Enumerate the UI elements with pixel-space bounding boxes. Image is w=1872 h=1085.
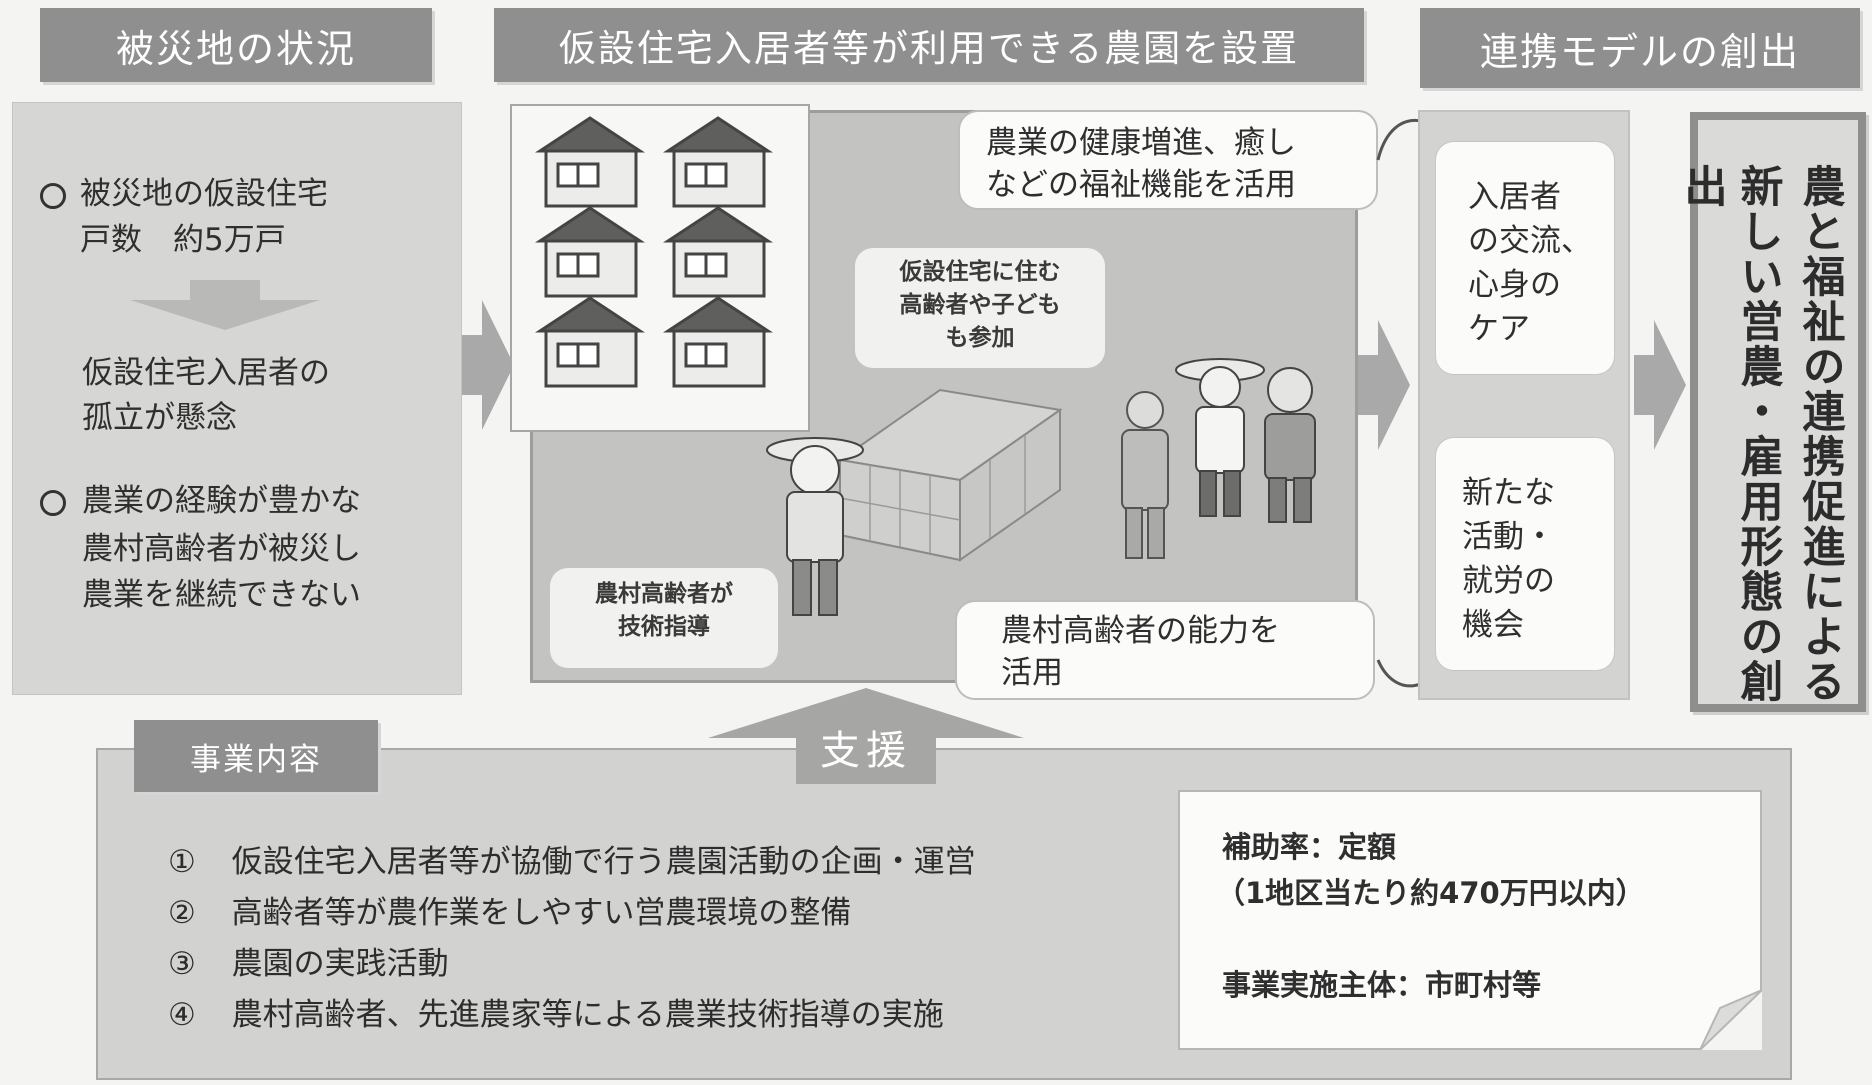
ability-bubble-line2: 活用 [1001,655,1063,691]
implementer: 事業実施主体：市町村等 [1222,968,1542,1002]
ability-bubble: 農村高齢者の能力を 活用 [955,600,1375,700]
support-label: 支援 [820,728,912,774]
model-box1-line4: ケア [1468,311,1530,347]
model-box1-line2: の交流、 [1468,223,1592,259]
resident-illustration [1175,358,1265,517]
farmer-illustration [766,437,864,616]
ability-bubble-line1: 農村高齢者の能力を [1001,613,1280,649]
welfare-bubble-line1: 農業の健康増進、癒し [986,125,1296,161]
subsidy-line2: （1地区当たり約470万円以内） [1216,876,1645,910]
participate-bubble-line3: も参加 [945,325,1015,351]
guide-bubble: 農村高齢者が 技術指導 [550,568,778,668]
participate-bubble-line2: 高齢者や子ども [899,292,1061,318]
result-box: 農と福祉の連携促進による 新しい営農・雇用形態の創出 [1677,112,1866,712]
model-box2-line1: 新たな [1462,475,1555,511]
subsidy-line1: 補助率：定額 [1222,830,1397,864]
model-box-work: 新たな 活動・ 就労の 機会 [1436,438,1614,670]
model-box-exchange: 入居者 の交流、 心身の ケア [1436,142,1614,374]
welfare-bubble: 農業の健康増進、癒し などの福祉機能を活用 [958,110,1378,210]
houses-panel [510,104,810,432]
welfare-bubble-line2: などの福祉機能を活用 [986,167,1296,203]
header-farm-label: 仮設住宅入居者等が利用できる農園を設置 [558,27,1300,70]
model-box2-line4: 機会 [1462,607,1524,643]
bullet-circle-icon [40,490,66,516]
flow-arrow-icon [1358,320,1410,450]
situation-bullet2-line1: 農業の経験が豊かな [82,483,361,519]
model-box2-line2: 活動・ [1462,519,1555,555]
business-tab: 事業内容 [134,720,378,792]
situation-concern-line1: 仮設住宅入居者の [82,355,330,391]
child-illustration [1121,391,1169,559]
result-box-inner [1698,120,1858,704]
flow-arrow-icon [1634,320,1686,450]
flow-arrow-icon [462,300,514,430]
business-item: ③ 農園の実践活動 [168,944,449,984]
houses-illustration [535,116,770,388]
situation-bullet1-line2: 戸数 約5万戸 [80,222,286,258]
item-text: 農村高齢者、先進農家等による農業技術指導の実施 [231,997,944,1033]
bullet-circle-icon [40,183,66,209]
business-tab-label: 事業内容 [190,741,322,778]
item-text: 仮設住宅入居者等が協働で行う農園活動の企画・運営 [231,844,976,880]
item-number: ④ [168,997,196,1033]
header-situation: 被災地の状況 [40,8,432,82]
model-box2-line3: 就労の [1462,563,1555,599]
down-arrow-icon [130,280,320,330]
header-situation-label: 被災地の状況 [115,26,356,71]
header-farm: 仮設住宅入居者等が利用できる農園を設置 [494,8,1364,82]
situation-bullet1-line1: 被災地の仮設住宅 [80,176,328,212]
guide-bubble-line1: 農村高齢者が [595,581,733,607]
result-col1: 農と福祉の連携促進による [1795,164,1845,704]
item-number: ① [168,844,196,880]
item-number: ③ [168,946,196,982]
greenhouse-illustration [837,388,1063,562]
guide-bubble-line2: 技術指導 [618,614,710,640]
business-item: ④ 農村高齢者、先進農家等による農業技術指導の実施 [168,995,944,1035]
model-box1-line3: 心身の [1468,267,1561,303]
situation-concern-line2: 孤立が懸念 [82,400,237,436]
situation-bullet2-line2: 農村高齢者が被災し [82,531,361,567]
subsidy-note: 補助率：定額 （1地区当たり約470万円以内） 事業実施主体：市町村等 [1178,790,1762,1050]
resident-illustration-2 [1264,367,1316,523]
page-curl-icon [1700,990,1762,1050]
business-item: ② 高齢者等が農作業をしやすい営農環境の整備 [168,893,851,933]
participate-bubble: 仮設住宅に住む 高齢者や子ども も参加 [855,248,1105,368]
header-model: 連携モデルの創出 [1420,8,1860,88]
item-number: ② [168,895,196,931]
model-box1-line1: 入居者 [1468,179,1561,215]
situation-bullet2-line3: 農業を継続できない [82,577,361,613]
item-text: 高齢者等が農作業をしやすい営農環境の整備 [231,895,852,931]
result-col2: 新しい営農・雇用形態の創出 [1677,164,1783,704]
support-arrow-icon [708,688,1024,784]
item-text: 農園の実践活動 [231,946,449,982]
business-item: ① 仮設住宅入居者等が協働で行う農園活動の企画・運営 [168,842,976,882]
header-model-label: 連携モデルの創出 [1479,29,1800,74]
situation-panel [12,102,462,695]
participate-bubble-line1: 仮設住宅に住む [899,259,1061,285]
